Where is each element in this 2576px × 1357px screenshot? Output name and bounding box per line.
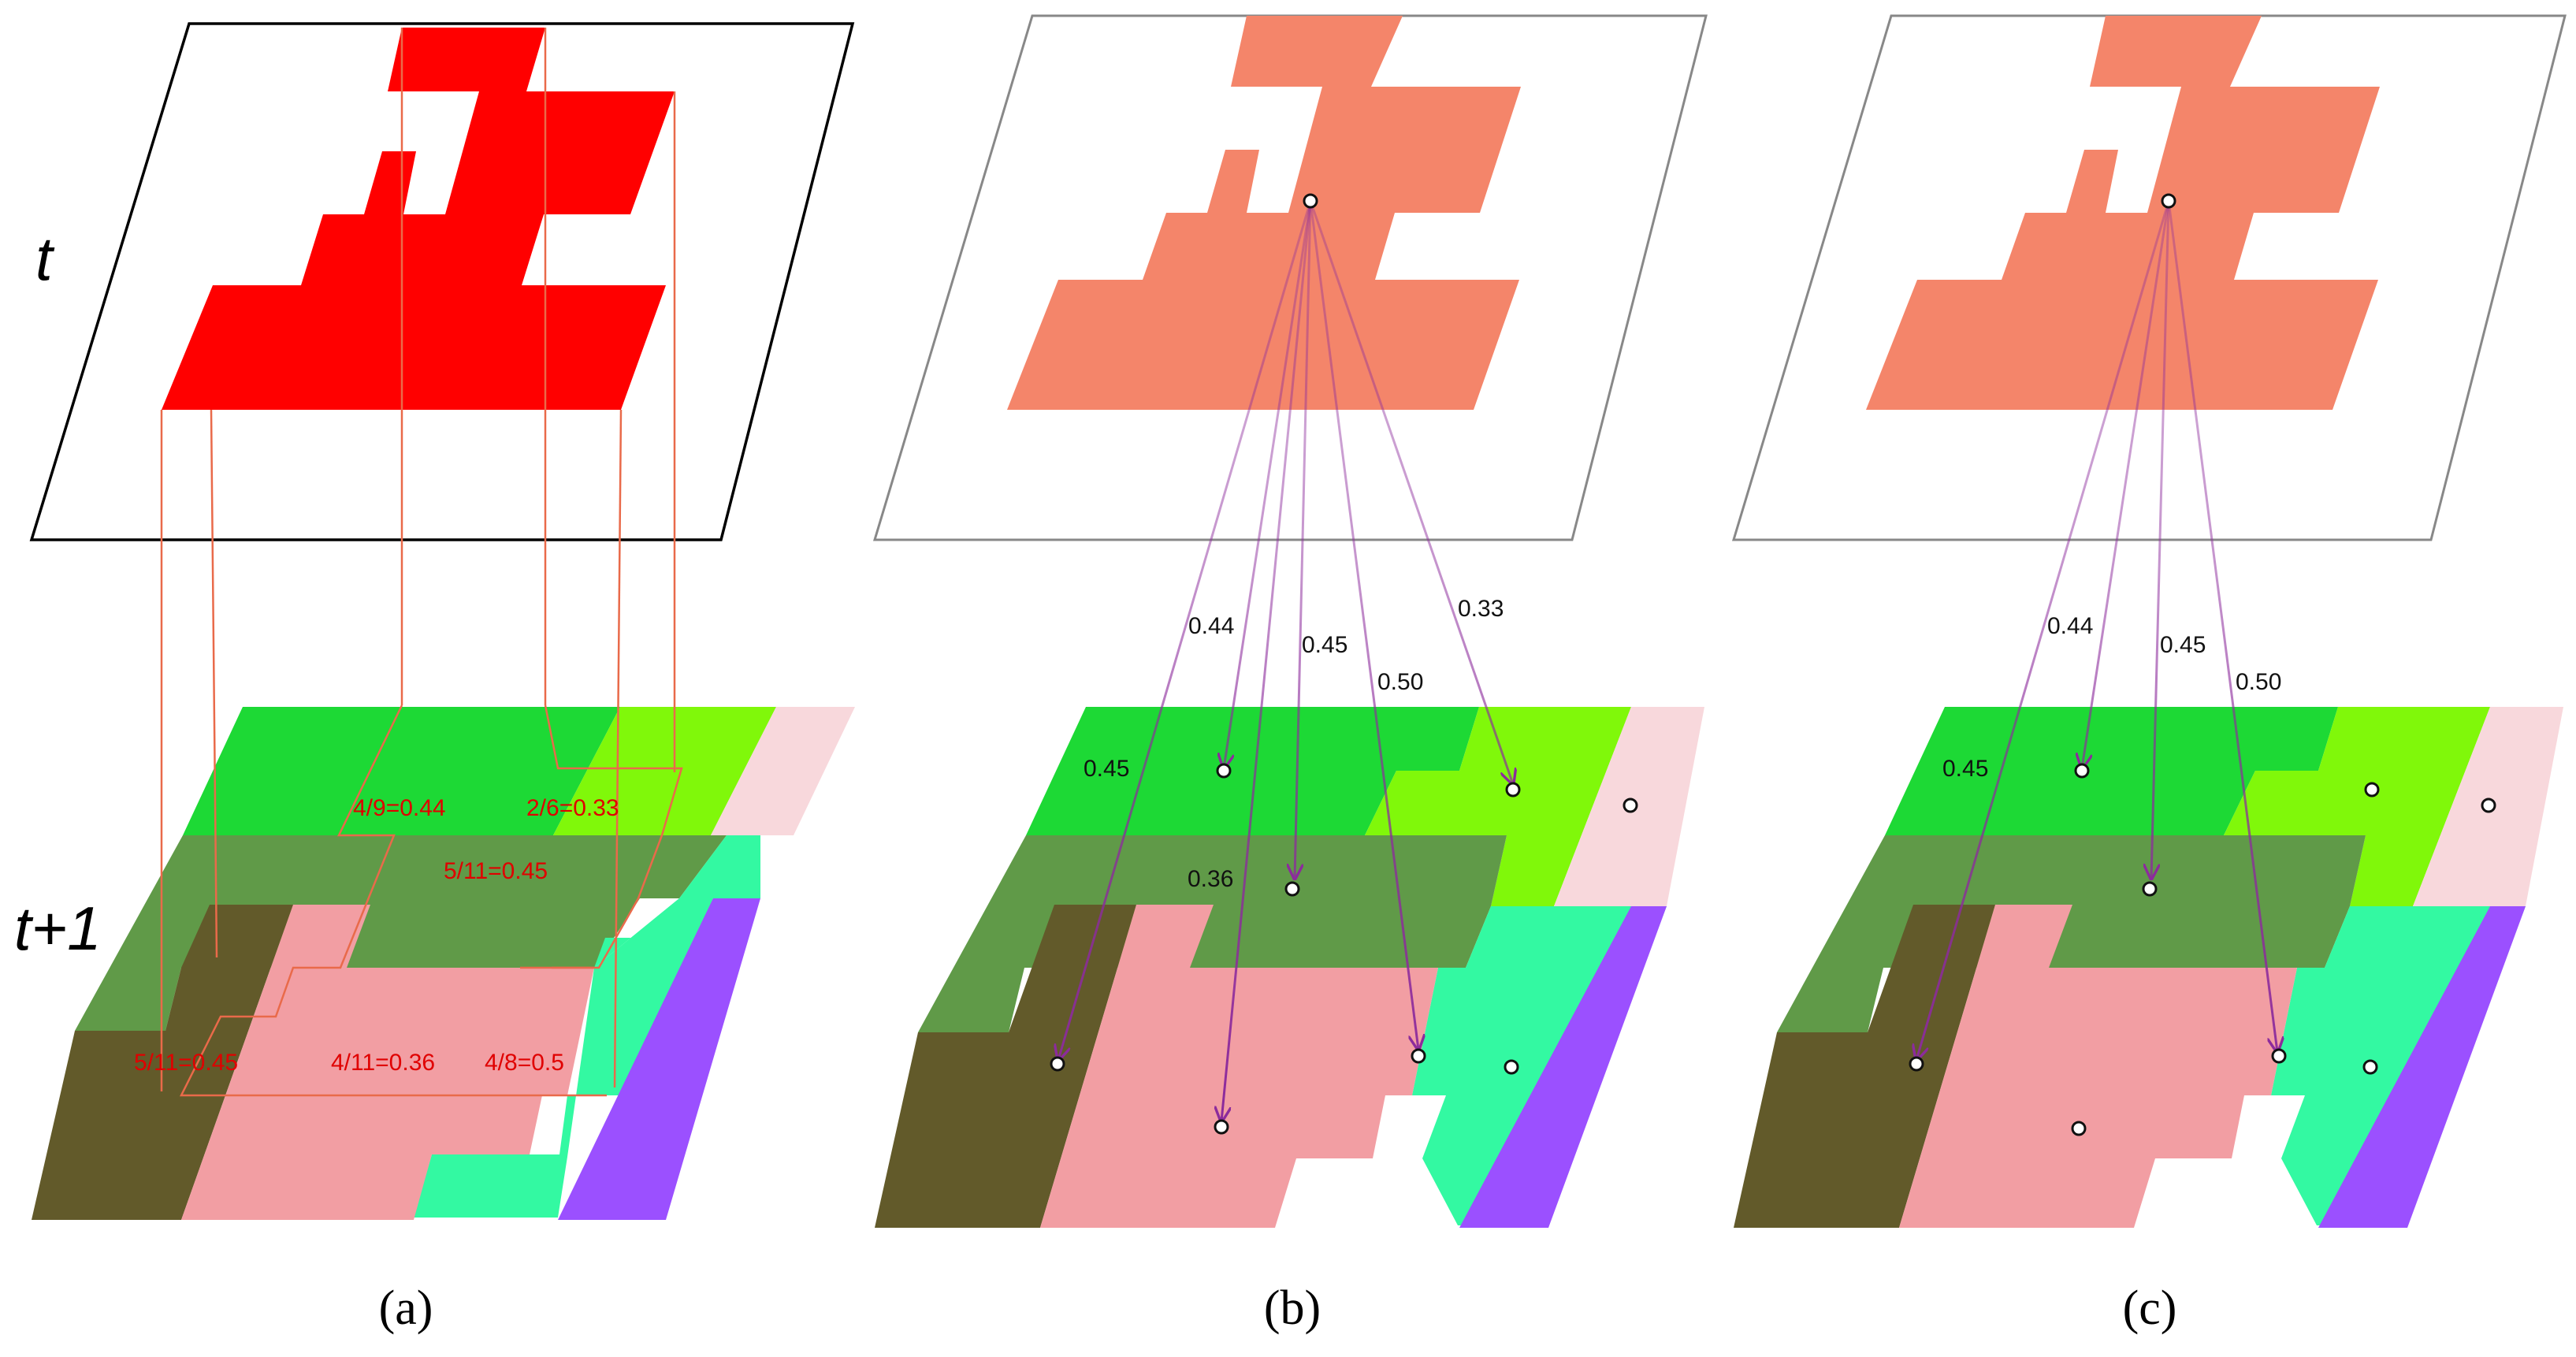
region-bright-green: [1026, 707, 1479, 835]
region-purple: [2318, 906, 2526, 1228]
region-olive: [75, 835, 727, 1031]
region-pink: [1040, 905, 1438, 1228]
weight-label: 0.45: [1302, 632, 1347, 658]
region-pink: [1899, 905, 2297, 1228]
region-pink: [181, 905, 594, 1220]
centroid-dot: [2364, 782, 2380, 797]
panel-a-top-map: [29, 22, 855, 541]
weight-label: 0.45: [2160, 632, 2206, 658]
panel-a: 4/9=0.44 2/6=0.33 5/11=0.45 5/11=0.45 4/…: [14, 22, 855, 1335]
centroid-dot: [1303, 193, 1318, 209]
fraction-label: 4/9=0.44: [353, 795, 446, 821]
panel-b: [872, 14, 1708, 1228]
time-label-t1: t+1: [14, 894, 102, 963]
centroid-dot: [1505, 782, 1521, 797]
region-olive: [1777, 835, 2366, 1032]
centroid-dot: [2161, 193, 2176, 209]
centroid-dot: [1284, 881, 1300, 897]
panel-c-top-map: [1731, 14, 2567, 541]
weight-label: 0.33: [1458, 596, 1504, 622]
flow-arrow: [1916, 200, 2170, 1060]
centroid-dot: [1214, 1119, 1229, 1135]
centroid-dot: [1504, 1059, 1519, 1075]
weight-label: 0.50: [1377, 669, 1423, 695]
region-dark-olive: [1734, 905, 1995, 1228]
weight-label: 0.45: [1084, 756, 1129, 782]
region-lime: [553, 707, 776, 835]
centroid-dot: [1411, 1048, 1426, 1064]
weight-label: 0.44: [1188, 613, 1234, 639]
flow-arrow: [1058, 200, 1312, 1060]
fraction-label: 5/11=0.45: [134, 1050, 238, 1076]
time-label-t: t: [35, 224, 55, 293]
centroid-dot: [2271, 1048, 2287, 1064]
panel-a-bottom-map: [32, 707, 855, 1220]
region-lime: [1365, 707, 1631, 906]
panel-c-arrows: [1916, 200, 2277, 1060]
flow-arrow: [1224, 200, 1312, 768]
projection-lines: [160, 28, 683, 1097]
fraction-label: 5/11=0.45: [444, 858, 548, 884]
region-pale-pink: [711, 707, 855, 835]
centroid-dot: [2362, 1059, 2378, 1075]
region-dark-olive: [875, 905, 1136, 1228]
centroid-dot: [1050, 1056, 1065, 1072]
fraction-labels: 4/9=0.44 2/6=0.33 5/11=0.45 5/11=0.45 4/…: [134, 795, 619, 1076]
region-olive: [918, 835, 1507, 1032]
shape-t-salmon: [1866, 16, 2380, 410]
weight-label: 0.50: [2236, 669, 2281, 695]
panel-b-weight-labels: 0.44 0.45 0.50 0.33 0.45 0.36: [1084, 596, 1504, 892]
panel-b-arrows: [1058, 200, 1513, 1121]
flow-arrow: [2167, 200, 2277, 1052]
weight-label: 0.44: [2047, 613, 2093, 639]
flow-arrow: [1309, 200, 1513, 784]
weight-label: 0.36: [1188, 866, 1233, 892]
panel-b-top-map: [872, 14, 1708, 541]
flow-arrow: [1309, 200, 1418, 1050]
region-bright-green: [1885, 707, 2338, 835]
flow-arrow: [1295, 200, 1312, 879]
fraction-label: 4/11=0.36: [331, 1050, 435, 1076]
centroid-dot: [1216, 763, 1232, 779]
centroid-dot: [2071, 1121, 2087, 1136]
centroid-dot: [2481, 797, 2496, 813]
weight-label: 0.45: [1942, 756, 1988, 782]
centroid-dot: [1623, 797, 1638, 813]
region-purple: [558, 898, 760, 1220]
centroid-dots: [1050, 193, 2496, 1136]
region-aqua-lower: [414, 898, 713, 1218]
region-lime: [2224, 707, 2490, 906]
panel-b-bottom-map: [875, 707, 1704, 1228]
centroid-dot: [2074, 763, 2090, 779]
flow-arrow: [2082, 200, 2170, 768]
region-purple: [1459, 906, 1667, 1228]
panel-c-bottom-map: [1734, 707, 2563, 1228]
panel-c-weight-labels: 0.44 0.45 0.50 0.45: [1942, 613, 2281, 782]
flow-arrow: [1221, 200, 1312, 1121]
caption-b: (b): [1264, 1281, 1321, 1335]
caption-c: (c): [2123, 1281, 2177, 1335]
panel-c: [1731, 14, 2567, 1228]
fraction-label: 2/6=0.33: [526, 795, 619, 821]
shape-t-salmon: [1007, 16, 1521, 410]
fraction-label: 4/8=0.5: [485, 1050, 564, 1076]
centroid-dot: [2142, 881, 2158, 897]
region-bright-green: [183, 707, 620, 835]
flow-arrow: [2151, 200, 2170, 879]
caption-a: (a): [379, 1281, 433, 1335]
centroid-dot: [1909, 1056, 1924, 1072]
